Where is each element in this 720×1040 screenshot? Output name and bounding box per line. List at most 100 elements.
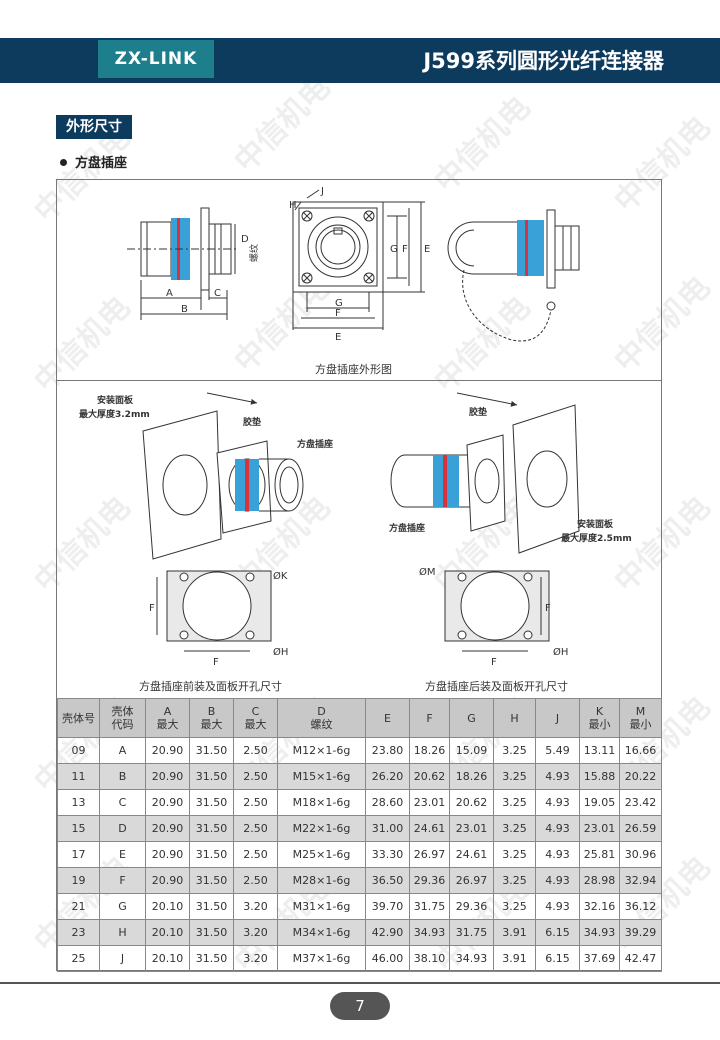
- table-cell: 46.00: [365, 945, 410, 972]
- table-cell: H: [99, 919, 146, 946]
- table-cell: 31.50: [189, 841, 234, 868]
- table-cell: 26.97: [449, 867, 494, 894]
- column-header: G: [449, 698, 494, 738]
- dim-d-label: D: [241, 234, 249, 245]
- table-cell: 31.50: [189, 789, 234, 816]
- iso-rear: [554, 225, 580, 271]
- column-header-line: B: [207, 705, 216, 718]
- table-cell: 20.90: [145, 815, 190, 842]
- table-cell: D: [99, 815, 146, 842]
- table-cell: 25: [57, 945, 100, 972]
- table-cell: G: [99, 893, 146, 920]
- column-header-line: H: [510, 711, 519, 725]
- side-blue-band-2: [180, 218, 190, 280]
- table-cell: M34×1-6g: [277, 919, 366, 946]
- front-outer-ring: [307, 216, 369, 278]
- table-cell: 36.50: [365, 867, 410, 894]
- table-cell: 3.25: [493, 763, 536, 790]
- front-receptacle-label: 方盘插座: [297, 438, 333, 450]
- table-cell: 4.93: [535, 841, 580, 868]
- column-header-line: 最大: [244, 718, 267, 731]
- dim-f-side-label: F: [402, 244, 408, 255]
- table-cell: 31.50: [189, 763, 234, 790]
- table-cell: 2.50: [233, 763, 278, 790]
- table-cell: M28×1-6g: [277, 867, 366, 894]
- column-header-line: A: [163, 705, 172, 718]
- table-cell: 29.36: [409, 867, 450, 894]
- table-cell: 19: [57, 867, 100, 894]
- table-cell: 31.50: [189, 737, 234, 764]
- table-cell: 13.11: [579, 737, 620, 764]
- front-dim-h: ØH: [273, 646, 288, 658]
- column-header-line: K: [595, 705, 604, 718]
- table-cell: M15×1-6g: [277, 763, 366, 790]
- table-cell: 6.15: [535, 945, 580, 972]
- brand-logo: ZX-LINK: [98, 40, 214, 78]
- table-cell: 20.62: [409, 763, 450, 790]
- table-cell: 28.60: [365, 789, 410, 816]
- outline-panel: A C B D 螺纹 G F E G F E H J 方盘插座外形图: [57, 180, 661, 379]
- table-cell: 31.50: [189, 867, 234, 894]
- footer-divider: [0, 982, 720, 984]
- table-cell: 20.22: [619, 763, 662, 790]
- table-cell: 23.01: [449, 815, 494, 842]
- table-cell: 20.90: [145, 789, 190, 816]
- table-cell: 34.93: [579, 919, 620, 946]
- rear-panel-label: 安装面板: [577, 518, 614, 530]
- table-cell: E: [99, 841, 146, 868]
- table-cell: 18.26: [409, 737, 450, 764]
- table-cell: 26.59: [619, 815, 662, 842]
- column-header-line: E: [384, 711, 391, 725]
- table-cell: 20.10: [145, 945, 190, 972]
- table-cell: M22×1-6g: [277, 815, 366, 842]
- dim-e-label: E: [335, 332, 341, 343]
- dim-g-side-label: G: [390, 244, 398, 255]
- rear-dim-h: ØH: [553, 646, 568, 658]
- table-cell: 6.15: [535, 919, 580, 946]
- outline-drawing: A C B D 螺纹 G F E G F E H J: [127, 186, 580, 343]
- table-cell: F: [99, 867, 146, 894]
- column-header-line: J: [555, 711, 560, 725]
- table-cell: 29.36: [449, 893, 494, 920]
- table-cell: 2.50: [233, 867, 278, 894]
- table-cell: M31×1-6g: [277, 893, 366, 920]
- table-cell: 20.90: [145, 737, 190, 764]
- table-cell: 36.12: [619, 893, 662, 920]
- column-header: 壳体代码: [99, 698, 146, 738]
- table-cell: 39.70: [365, 893, 410, 920]
- column-header-line: D: [317, 705, 326, 718]
- table-cell: 38.10: [409, 945, 450, 972]
- table-cell: 26.20: [365, 763, 410, 790]
- column-header-line: G: [467, 711, 476, 725]
- table-cell: 23: [57, 919, 100, 946]
- table-cell: B: [99, 763, 146, 790]
- table-cell: 39.29: [619, 919, 662, 946]
- column-header-line: 壳体: [111, 705, 134, 718]
- table-cell: 4.93: [535, 867, 580, 894]
- table-cell: 20.90: [145, 867, 190, 894]
- table-cell: 31.75: [449, 919, 494, 946]
- table-cell: 34.93: [449, 945, 494, 972]
- front-panel-plate: [142, 410, 222, 560]
- table-cell: 2.50: [233, 841, 278, 868]
- table-cell: 15: [57, 815, 100, 842]
- column-header-line: 最小: [588, 718, 611, 731]
- page-number: 7: [330, 992, 390, 1020]
- table-cell: 34.93: [409, 919, 450, 946]
- rear-gasket-label: 胶垫: [469, 406, 487, 418]
- table-cell: 2.50: [233, 789, 278, 816]
- column-header: F: [409, 698, 450, 738]
- table-cell: 24.61: [449, 841, 494, 868]
- table-cell: 42.90: [365, 919, 410, 946]
- dim-j-label: J: [320, 186, 324, 197]
- table-cell: 15.88: [579, 763, 620, 790]
